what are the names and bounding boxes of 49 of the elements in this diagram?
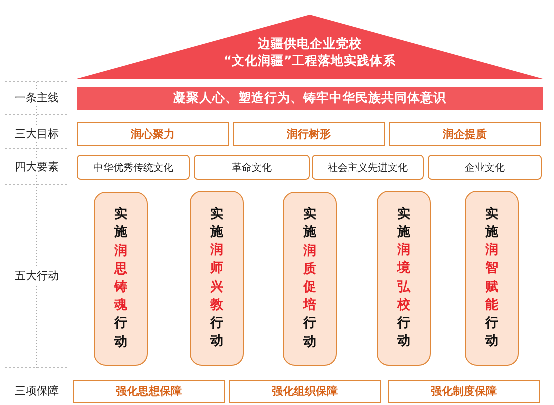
pillar-text: 润境弘校: [398, 242, 410, 315]
element-text: 社会主义先进文化: [328, 162, 408, 174]
row-label: 一条主线: [15, 90, 59, 106]
pillar-text: 行动: [210, 314, 224, 352]
pillar-text: 实施: [114, 206, 128, 242]
roof-triangle: [77, 15, 543, 79]
action-pillar: [283, 192, 337, 366]
element-box: [312, 155, 424, 180]
pillar-text: 实施: [486, 206, 498, 242]
pillar-text: 行动: [114, 315, 128, 352]
guarantee-box: [229, 380, 381, 403]
pillar-text: 行动: [398, 314, 410, 352]
pillar-text: 润思铸魂: [114, 242, 128, 316]
guarantee-box: [388, 380, 540, 403]
goal-box: [233, 122, 385, 146]
element-text: 企业文化: [465, 162, 505, 174]
title-text: 边疆供电企业党校: [258, 35, 362, 52]
row-label: 五大行动: [15, 268, 59, 284]
goal-text: 润心聚力: [131, 126, 175, 142]
pillar-text: 润智赋能: [486, 242, 498, 315]
goal-text: 强化思想保障: [116, 384, 182, 399]
element-box: [194, 155, 310, 180]
pillar-text: 实施: [210, 206, 224, 242]
pillar-text: 润师兴教: [210, 242, 224, 315]
action-pillar: [465, 191, 519, 366]
pillar-text: 润质促培: [304, 242, 316, 316]
goal-box: [77, 122, 229, 146]
pillar-text: 实施: [398, 206, 410, 242]
banner-text: 凝聚人心、塑造行为、铸牢中华民族共同体意识: [174, 90, 446, 107]
guarantee-box: [73, 380, 225, 403]
element-box: [428, 155, 542, 180]
goal-text: 强化组织保障: [272, 384, 338, 399]
title-text: “文化润疆”工程落地实践体系: [224, 52, 396, 69]
pillar-text: 行动: [304, 315, 316, 352]
goal-text: 润企提质: [443, 126, 487, 142]
pillar-text: 实施: [304, 206, 316, 242]
action-pillar: [377, 191, 431, 366]
goal-text: 强化制度保障: [431, 384, 497, 399]
pillar-text: 行动: [486, 314, 498, 352]
row-label: 四大要素: [15, 158, 59, 176]
main-line-banner: [77, 87, 543, 110]
element-text: 中华优秀传统文化: [94, 162, 174, 174]
goal-box: [389, 122, 541, 146]
row-label: 三大目标: [15, 126, 59, 142]
element-text: 革命文化: [232, 162, 272, 174]
element-box: [77, 155, 190, 180]
goal-text: 润行树形: [287, 126, 331, 142]
action-pillar: [94, 192, 148, 366]
action-pillar: [190, 191, 244, 366]
